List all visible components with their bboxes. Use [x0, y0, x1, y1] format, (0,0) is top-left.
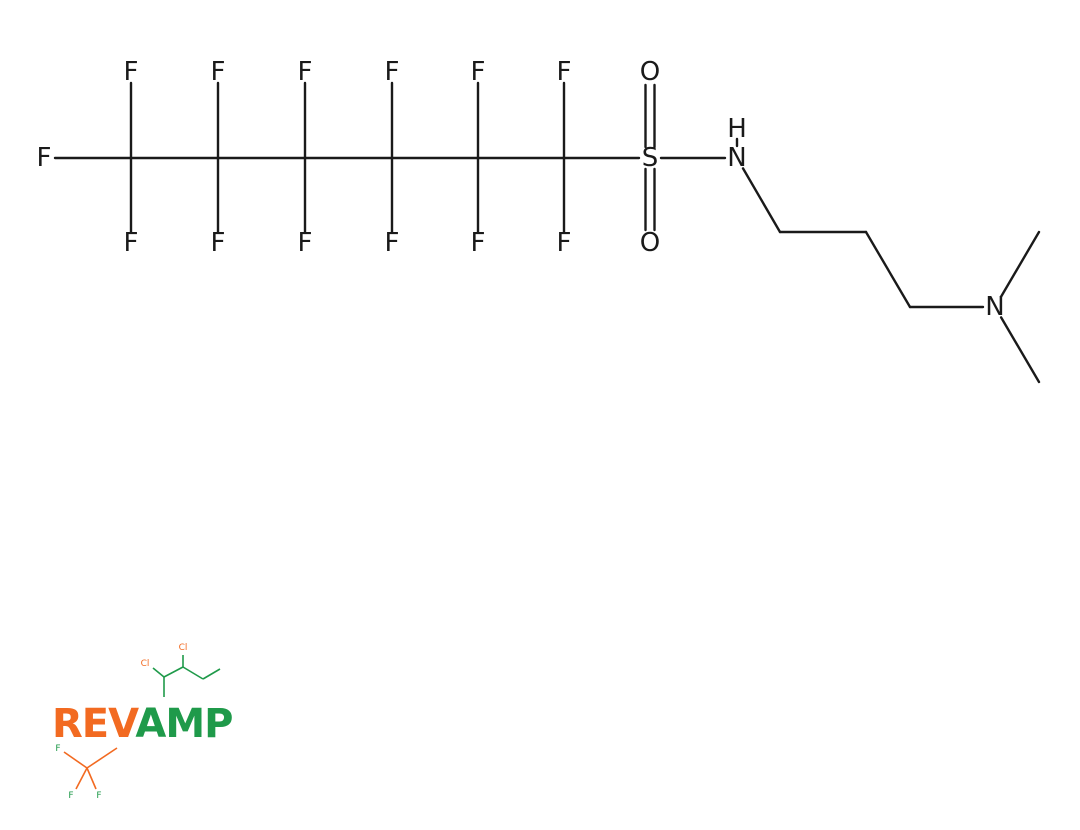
atom-label-f: F	[385, 228, 400, 258]
atom-label-f: F	[557, 57, 572, 87]
bond-C8-C9	[864, 230, 912, 309]
bond-N2-C11	[999, 316, 1041, 384]
atom-label-f: F	[298, 228, 313, 258]
logo-cl-label: Cl	[141, 659, 150, 669]
atom-label-f: F	[211, 57, 226, 87]
atom-label-f: F	[211, 228, 226, 258]
logo-f-label: F	[96, 791, 101, 801]
logo-f-label: F	[68, 791, 73, 801]
atom-label-s: S	[642, 143, 659, 173]
logo-wordmark-amp: AMP	[135, 701, 232, 747]
revamp-logo: Cl Cl REVAMP F F F	[52, 643, 233, 801]
logo-wordmark-rev: REV	[52, 701, 139, 747]
atom-label-o: O	[640, 228, 660, 258]
atom-label-f: F	[298, 57, 313, 87]
atom-label-f: F	[471, 57, 486, 87]
logo-trifluoromethyl-icon: F F F	[55, 744, 118, 801]
logo-chlorinated-chain-icon: Cl Cl	[141, 643, 221, 697]
atom-label-f: F	[471, 228, 486, 258]
logo-cl-label: Cl	[179, 643, 188, 653]
atom-label-f: F	[124, 228, 139, 258]
atom-label-f: F	[385, 57, 400, 87]
bond-N1-C7	[741, 167, 782, 234]
atom-label-o: O	[640, 57, 660, 87]
bond-layer	[53, 81, 1041, 384]
atom-label-n: N	[985, 292, 1004, 322]
atom-label-f: F	[557, 228, 572, 258]
logo-wordmark: REVAMP	[52, 701, 232, 747]
atom-label-n: N	[727, 143, 746, 173]
atom-label-f: F	[124, 57, 139, 87]
atom-label-h: H	[727, 114, 747, 144]
logo-f-label: F	[55, 744, 60, 754]
atom-label-f: F	[37, 143, 52, 173]
bond-N2-C10	[999, 230, 1041, 298]
